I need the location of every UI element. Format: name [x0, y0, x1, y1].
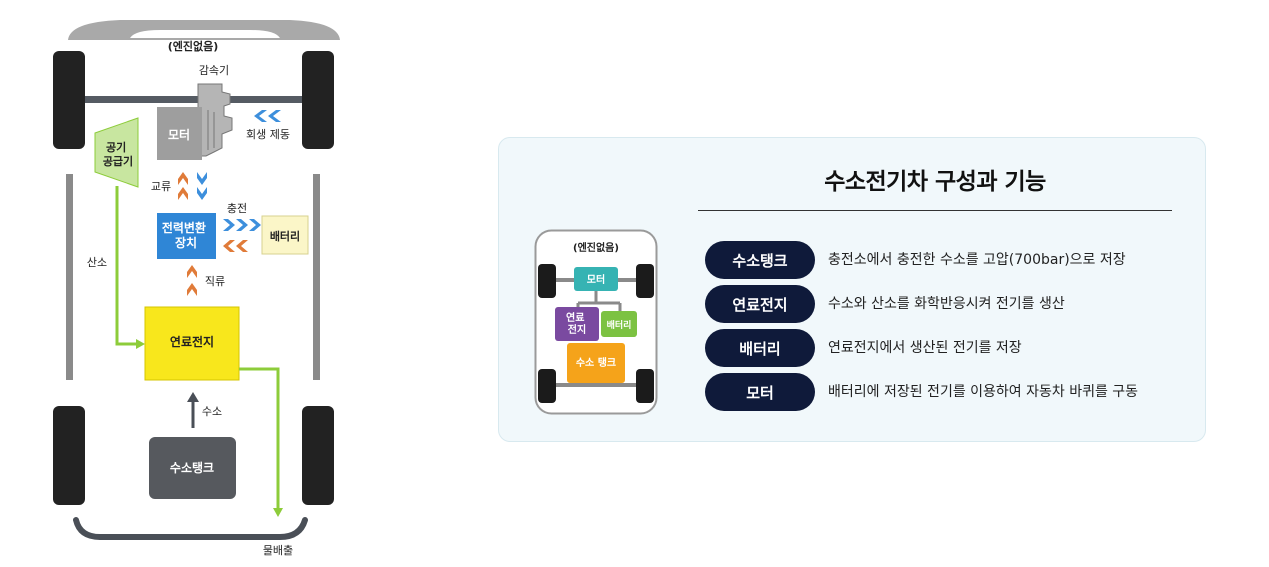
mini-tank-box	[567, 343, 625, 383]
converter-line-1: 전력변환	[162, 220, 206, 235]
component-desc: 배터리에 저장된 전기를 이용하여 자동차 바퀴를 구동	[828, 384, 1139, 400]
charge-arrow-icon	[223, 219, 261, 231]
water-line	[239, 367, 280, 510]
rear-right-wheel	[302, 406, 334, 505]
motor-box	[157, 107, 202, 160]
water-arrowhead-icon	[273, 508, 283, 517]
mini-fuelcell-box	[555, 307, 599, 341]
reducer-label: 감속기	[199, 64, 229, 77]
mini-rear-left-wheel	[538, 369, 556, 403]
component-pill: 배터리	[705, 329, 815, 367]
air-supply-line-2: 공급기	[103, 154, 133, 168]
component-row-fuelcell: 연료전지 수소와 산소를 화학반응시켜 전기를 생산	[705, 285, 1185, 325]
mini-battery-box	[601, 311, 637, 337]
battery-box	[261, 215, 309, 255]
dc-arrow-icon	[187, 265, 197, 296]
air-supply-line-1: 공기	[106, 140, 126, 154]
dc-label: 직류	[205, 275, 225, 288]
fcev-diagram: (엔진없음) 감속기 모터 회생 제동 공기 공급기 교류 충전 전력변환	[53, 20, 340, 557]
converter-label: 전력변환 장치	[162, 220, 210, 250]
mini-tank-label: 수소 탱크	[576, 356, 616, 369]
oxygen-label: 산소	[87, 256, 107, 269]
component-desc: 연료전지에서 생산된 전기를 저장	[828, 340, 1022, 356]
mini-motor-label: 모터	[587, 273, 605, 286]
tank-box	[149, 437, 236, 499]
water-label: 물배출	[263, 544, 293, 557]
component-pill: 연료전지	[705, 285, 815, 323]
car-side-rail-right	[313, 174, 320, 380]
mini-rear-right-wheel	[636, 369, 654, 403]
fuelcell-box	[144, 306, 240, 381]
mini-engine-label: (엔진없음)	[573, 241, 619, 254]
tank-label: 수소탱크	[170, 461, 214, 475]
fuelcell-label: 연료전지	[170, 334, 214, 349]
front-right-wheel	[302, 51, 334, 149]
hydrogen-label: 수소	[202, 405, 222, 418]
air-supply-box	[94, 117, 139, 188]
component-row-tank: 수소탱크 충전소에서 충전한 수소를 고압(700bar)으로 저장	[705, 241, 1185, 281]
ac-down-arrow-icon	[197, 172, 207, 200]
car-front-bumper-inner	[130, 30, 280, 38]
oxygen-line	[115, 186, 138, 346]
component-pill: 모터	[705, 373, 815, 411]
component-desc: 충전소에서 충전한 수소를 고압(700bar)으로 저장	[828, 252, 1126, 268]
air-supply-label: 공기 공급기	[103, 140, 133, 168]
engine-label: (엔진없음)	[168, 39, 219, 53]
hydrogen-arrowhead-icon	[187, 392, 199, 402]
ac-up-arrow-icon	[178, 172, 188, 200]
mini-front-right-wheel	[636, 264, 654, 298]
converter-box	[157, 213, 216, 259]
mini-motor-box	[574, 267, 618, 291]
car-rear-bumper	[73, 517, 308, 540]
component-pill: 수소탱크	[705, 241, 815, 279]
car-side-rail-left	[66, 174, 73, 380]
mini-front-left-wheel	[538, 264, 556, 298]
reducer-gearbox	[197, 83, 233, 157]
mini-diagram: (엔진없음) 모터 연료 전지 배터리 수소 탱크	[534, 229, 658, 415]
mini-rear-axle	[546, 383, 646, 387]
mini-fuelcell-line-2: 전지	[568, 323, 586, 336]
front-axle	[82, 96, 310, 103]
ac-label: 교류	[151, 180, 171, 193]
component-desc: 수소와 산소를 화학반응시켜 전기를 생산	[828, 296, 1065, 312]
component-row-motor: 모터 배터리에 저장된 전기를 이용하여 자동차 바퀴를 구동	[705, 373, 1185, 413]
regen-arrow-icon	[254, 110, 281, 122]
mini-battery-label: 배터리	[607, 319, 632, 331]
motor-label: 모터	[168, 127, 190, 142]
front-left-wheel	[53, 51, 85, 149]
rear-left-wheel	[53, 406, 85, 505]
discharge-arrow-icon	[223, 240, 248, 252]
converter-line-2: 장치	[175, 235, 197, 250]
regen-label: 회생 제동	[246, 128, 290, 141]
mini-fuelcell-label: 연료 전지	[566, 311, 588, 336]
card-title-divider	[698, 210, 1172, 211]
battery-label: 배터리	[270, 229, 300, 243]
oxygen-arrowhead-icon	[136, 339, 145, 349]
mini-fuelcell-line-1: 연료	[566, 311, 584, 324]
component-row-battery: 배터리 연료전지에서 생산된 전기를 저장	[705, 329, 1185, 369]
mini-wiring	[576, 291, 622, 311]
card-title: 수소전기차 구성과 기능	[824, 169, 1046, 195]
charge-label: 충전	[227, 202, 247, 215]
